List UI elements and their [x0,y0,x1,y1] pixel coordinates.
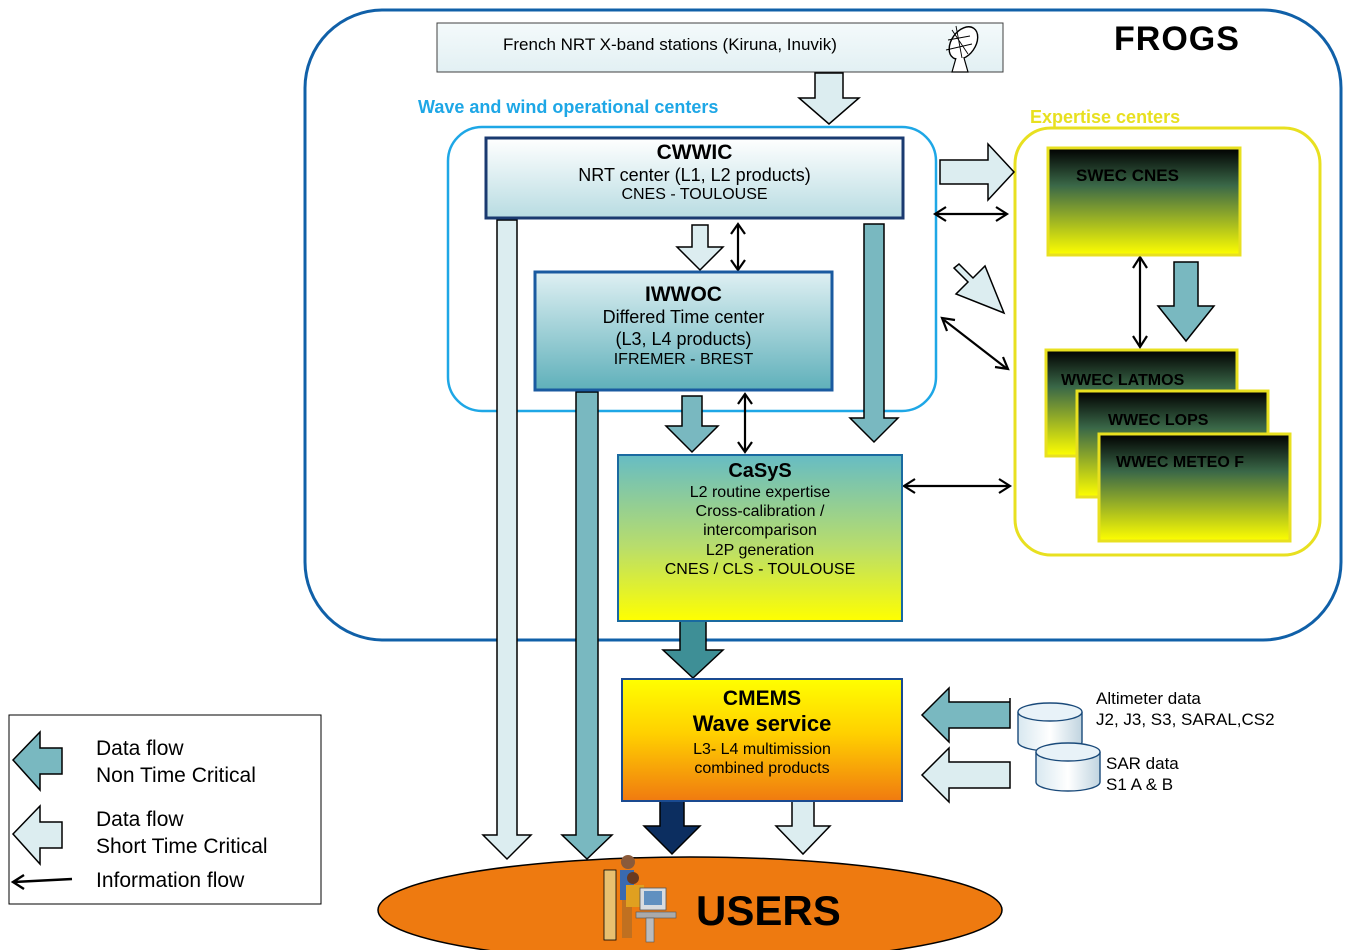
casys-line4: L2P generation [705,541,815,559]
cmems-title: CMEMS [722,687,802,710]
legend-item2-line1: Data flow [96,808,184,831]
wwec-latmos-label: WWEC LATMOS [1061,372,1185,389]
legend-ntc-arrow [11,730,63,792]
users-people-icon [603,855,677,943]
legend-item1-line1: Data flow [96,737,184,760]
legend-item3: Information flow [96,869,245,892]
ops-to-expertise-diagonal-arrow [952,262,1006,315]
legend-item2-line2: Short Time Critical [96,835,268,859]
cmems-to-users-dark-arrow [642,800,702,856]
casys-title: CaSyS [728,460,792,482]
iwwoc-to-users-arrow [560,391,614,861]
casys-expertise-info-arrow [901,478,1013,494]
cmems-text: CMEMS Wave service L3- L4 multimission c… [622,686,902,778]
cwwic-to-casys-arrow [848,223,900,444]
iwwoc-title: IWWOC [645,283,722,306]
altimeter-line1: Altimeter data [1096,689,1201,708]
iwwoc-box [533,270,834,392]
swec-cnes-label: SWEC CNES [1076,166,1179,185]
cwwic-line1: NRT center (L1, L2 products) [578,165,811,186]
frogs-container [303,8,1343,642]
casys-box [617,454,903,622]
cmems-to-users-light-arrow [774,800,832,856]
cmems-subtitle: Wave service [692,711,832,737]
satellite-antenna-icon [945,25,979,73]
ops-expertise-diagonal-info-arrow [940,316,1010,371]
legend-stc-arrow [11,804,63,866]
iwwoc-line1: Differed Time center [602,307,765,328]
expertise-centers-group [1013,126,1322,557]
legend-item1: Data flow Non Time Critical [96,735,256,790]
cwwic-to-expertise-arrow [939,142,1016,202]
wwec-lops-label: WWEC LOPS [1108,412,1209,429]
wwec-meteo-box [1097,432,1292,543]
casys-line2: Cross-calibration / [695,503,825,521]
cwwic-line2: CNES - TOULOUSE [621,185,768,203]
stations-label: French NRT X-band stations (Kiruna, Inuv… [503,35,837,54]
altimeter-to-cmems-arrow [920,686,1011,744]
altimeter-line2: J2, J3, S3, SARAL,CS2 [1096,710,1275,730]
frogs-title: FROGS [1114,20,1240,58]
sar-label: SAR data S1 A & B [1106,753,1179,796]
cmems-box [621,678,903,802]
cwwic-text: CWWIC NRT center (L1, L2 products) CNES … [486,141,903,204]
sar-to-cmems-arrow [920,746,1011,804]
iwwoc-line3: IFREMER - BREST [613,351,754,369]
sar-database-icon [1035,742,1101,792]
casys-line3: intercomparison [703,522,817,540]
stations-box [436,22,1004,73]
legend-info-arrow [10,873,73,891]
cwwic-to-users-arrow [481,219,533,861]
users-label: USERS [696,887,841,934]
sar-line1: SAR data [1106,754,1179,773]
iwwoc-text: IWWOC Differed Time center (L3, L4 produ… [535,282,832,370]
operational-centers-title: Wave and wind operational centers [418,97,719,117]
iwwoc-line2: (L3, L4 products) [615,328,752,349]
cwwic-to-iwwoc-arrow [675,224,725,272]
legend-item1-line2: Non Time Critical [96,764,256,788]
expertise-centers-title: Expertise centers [1030,107,1181,127]
cwwic-box [484,136,905,220]
users-ellipse [377,856,1003,950]
casys-text: CaSyS L2 routine expertise Cross-calibra… [618,459,902,579]
cwwic-expertise-info-arrow [932,206,1010,222]
iwwoc-to-casys-arrow [664,395,720,454]
cmems-line1: L3- L4 multimission [693,740,831,758]
swec-wwec-info-arrow [1132,254,1148,350]
iwwoc-casys-info-arrow [737,392,753,454]
legend-box [8,714,322,905]
cwwic-iwwoc-info-arrow [730,222,746,272]
sar-line2: S1 A & B [1106,775,1174,795]
altimeter-label: Altimeter data J2, J3, S3, SARAL,CS2 [1096,688,1275,731]
cwwic-title: CWWIC [656,141,733,164]
casys-line1: L2 routine expertise [689,484,831,501]
swec-to-wwec-arrow [1156,261,1216,343]
casys-to-cmems-arrow [661,620,725,680]
cmems-line2: combined products [694,759,830,777]
legend-item2: Data flow Short Time Critical [96,806,268,861]
casys-line5: CNES / CLS - TOULOUSE [664,560,856,578]
stations-to-ops-arrow [796,72,862,125]
wwec-meteo-label: WWEC METEO F [1116,454,1244,471]
swec-cnes-box [1046,146,1242,257]
